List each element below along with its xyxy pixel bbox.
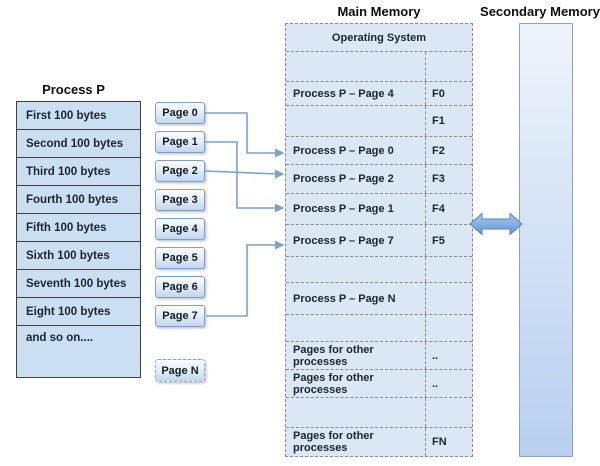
main-memory-table: Operating System Process P – Page 4 F0 F… — [285, 23, 473, 457]
memory-row-fn: Pages for other processes FN — [286, 427, 472, 456]
memory-row — [286, 256, 472, 282]
arrowhead-f2 — [275, 148, 285, 158]
memory-row-other-2: Pages for other processes .. — [286, 369, 472, 397]
process-p-title: Process P — [42, 82, 105, 97]
page-box-n: Page N — [155, 359, 205, 382]
memory-row-f2: Process P – Page 0 F2 — [286, 136, 472, 164]
memory-row — [286, 314, 472, 341]
memory-row-f5: Process P – Page 7 F5 — [286, 224, 472, 256]
process-row: Third 100 bytes — [17, 158, 140, 186]
page-box-6: Page 6 — [155, 276, 205, 298]
arrow-page1-to-f4 — [205, 141, 276, 209]
double-arrow-icon — [469, 212, 523, 236]
memory-row-f1: F1 — [286, 105, 472, 136]
arrow-page7-to-f5 — [206, 244, 276, 317]
process-row: Fourth 100 bytes — [17, 186, 140, 214]
page-box-5: Page 5 — [155, 247, 205, 269]
page-box-7: Page 7 — [155, 305, 205, 327]
process-row: Eight 100 bytes — [17, 298, 140, 326]
process-row: Seventh 100 bytes — [17, 270, 140, 298]
page-box-3: Page 3 — [155, 189, 205, 211]
memory-row-f3: Process P – Page 2 F3 — [286, 164, 472, 193]
process-row: Second 100 bytes — [17, 130, 140, 158]
process-row: Fifth 100 bytes — [17, 214, 140, 242]
memory-row — [286, 397, 472, 427]
arrowhead-f4 — [275, 203, 285, 213]
memory-row-f0: Process P – Page 4 F0 — [286, 81, 472, 105]
page-box-0: Page 0 — [155, 102, 205, 124]
arrowhead-f3 — [275, 169, 285, 179]
memory-row-f4: Process P – Page 1 F4 — [286, 193, 472, 224]
memory-row — [286, 51, 472, 81]
process-p-table: First 100 bytes Second 100 bytes Third 1… — [16, 101, 141, 378]
main-memory-title: Main Memory — [337, 4, 421, 19]
arrow-page0-to-f2 — [205, 112, 276, 154]
secondary-memory-box — [519, 23, 573, 457]
memory-row-label: Operating System — [331, 31, 427, 44]
arrow-page2-to-f3 — [204, 170, 277, 175]
memory-row-page-n: Process P – Page N — [286, 282, 472, 314]
process-row-and-so-on: and so on.... — [26, 332, 94, 344]
memory-row-os: Operating System — [286, 24, 472, 51]
page-box-2: Page 2 — [155, 160, 205, 182]
arrowhead-f5 — [275, 240, 285, 250]
process-row: First 100 bytes — [17, 102, 140, 130]
secondary-memory-title: Secondary Memory — [480, 4, 600, 19]
page-box-1: Page 1 — [155, 131, 205, 153]
page-box-4: Page 4 — [155, 218, 205, 240]
process-row: Sixth 100 bytes — [17, 242, 140, 270]
memory-row-other-1: Pages for other processes .. — [286, 341, 472, 369]
